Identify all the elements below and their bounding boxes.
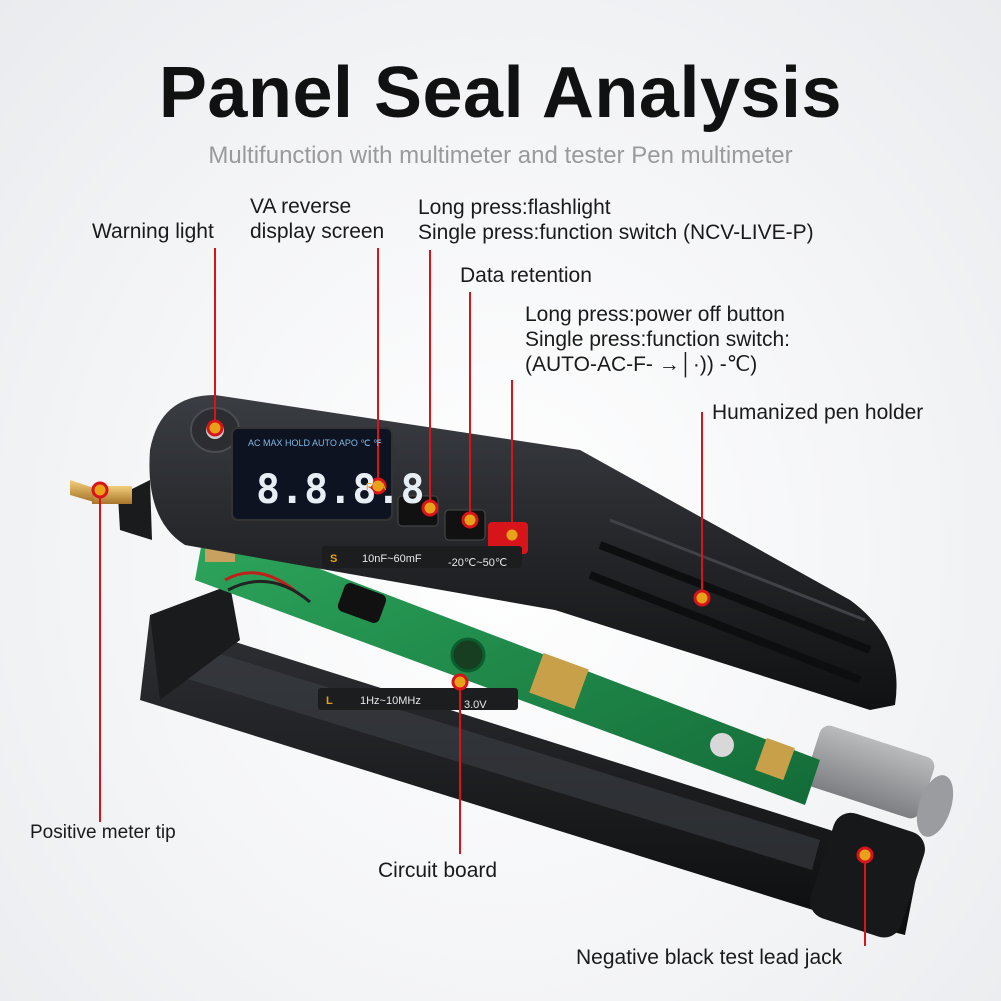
label-meter-tip: Positive meter tip	[30, 822, 176, 843]
badge-l: L	[326, 695, 333, 707]
page-title: Panel Seal Analysis	[158, 53, 843, 133]
spec-plate-2	[318, 688, 518, 710]
label-data-retention: Data retention	[460, 264, 592, 287]
lcd-top-indicators: AC MAX HOLD AUTO APO ℃ ℉	[248, 438, 382, 448]
diode-range: 3.0V	[464, 699, 487, 711]
grey-connector	[805, 725, 954, 837]
label-lead-jack: Negative black test lead jack	[576, 946, 843, 969]
page-subtitle: Multifunction with multimeter and tester…	[208, 142, 793, 169]
spec-plate-1	[322, 546, 522, 568]
cap-range: 10nF~60mF	[362, 553, 422, 565]
callout-dots	[91, 419, 874, 864]
temp-range: -20℃~50℃	[448, 557, 507, 569]
label-pen-holder: Humanized pen holder	[712, 401, 924, 424]
label-power-line2: Single press:function switch:	[525, 328, 790, 351]
lcd-unit: FUA	[366, 482, 386, 493]
label-circuit-board: Circuit board	[378, 859, 498, 882]
label-flashlight-line1: Long press:flashlight	[418, 196, 611, 219]
badge-s: S	[330, 553, 337, 565]
lcd-digits: 8.8.8.8	[256, 467, 425, 513]
circuit-board-art	[195, 525, 820, 805]
freq-range: 1Hz~10MHz	[360, 695, 421, 707]
label-warning-light: Warning light	[92, 220, 214, 243]
label-power-line3: (AUTO-AC-F- →│·)) -℃)	[525, 353, 758, 376]
label-va-screen-line2: display screen	[250, 220, 385, 243]
callout-lines	[99, 248, 866, 946]
label-flashlight-line2: Single press:function switch (NCV-LIVE-P…	[418, 221, 814, 244]
label-va-screen-line1: VA reverse	[250, 195, 352, 218]
label-power-line1: Long press:power off button	[525, 303, 785, 326]
